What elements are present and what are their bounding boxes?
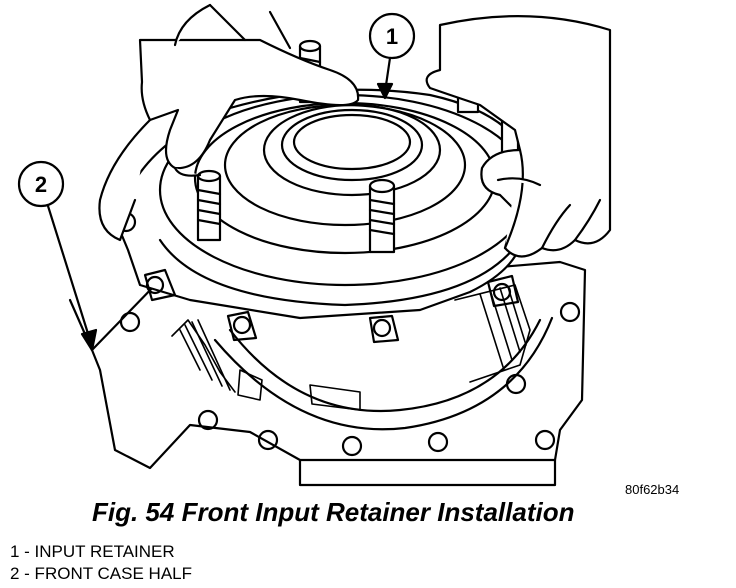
figure-caption: Fig. 54 Front Input Retainer Installatio…: [92, 497, 575, 527]
legend: 1 - INPUT RETAINER 2 - FRONT CASE HALF: [10, 541, 192, 585]
right-hand: [425, 15, 612, 258]
callout-2-number: 2: [35, 172, 47, 197]
left-hand: [98, 3, 360, 242]
callout-1-number: 1: [386, 24, 398, 49]
figure-code: 80f62b34: [625, 482, 680, 497]
input-retainer-installation-illustration: 1 2: [17, 3, 612, 487]
callout-1: [368, 12, 416, 100]
input-retainer: [115, 88, 532, 344]
front-case-half: [68, 260, 587, 487]
legend-item-1: 1 - INPUT RETAINER: [10, 542, 175, 561]
callout-2: [17, 160, 98, 352]
legend-item-2: 2 - FRONT CASE HALF: [10, 564, 192, 583]
